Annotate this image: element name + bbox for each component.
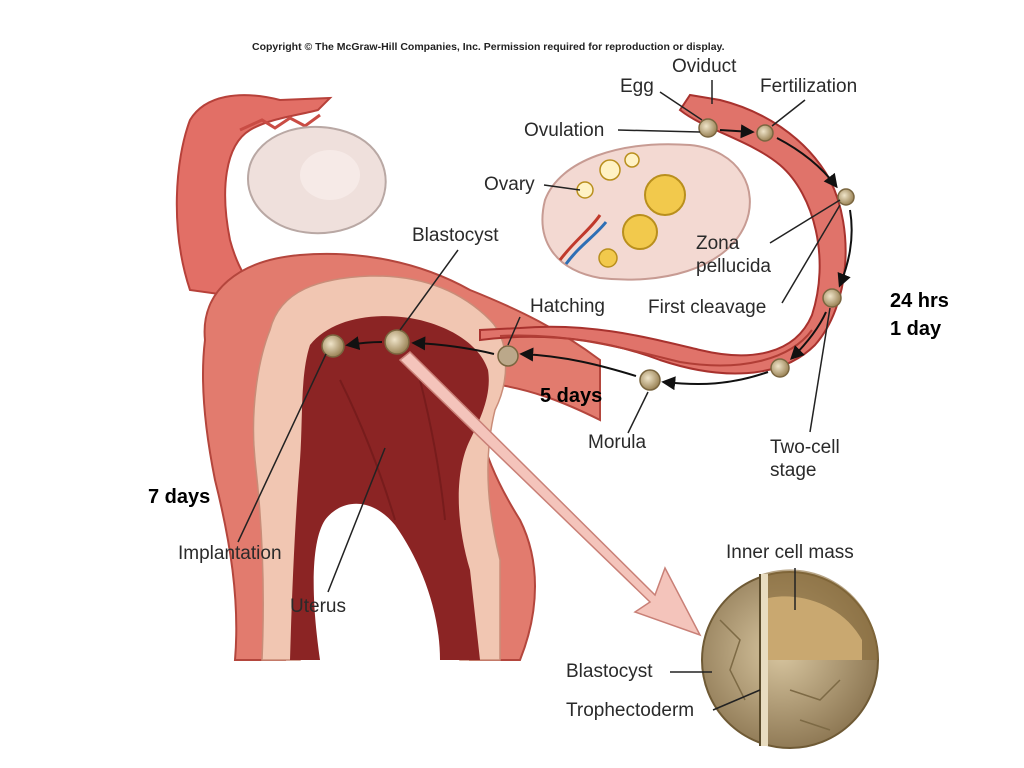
label-egg: Egg: [620, 76, 654, 97]
label-first-cleavage: First cleavage: [648, 297, 767, 318]
label-implantation: Implantation: [178, 543, 282, 564]
blastocyst-embryo: [384, 329, 410, 355]
annotation-1-day: 1 day: [890, 318, 942, 340]
label-blastocyst-top: Blastocyst: [412, 225, 499, 246]
first-cleavage-embryo: [822, 288, 842, 308]
copyright-notice: Copyright © The McGraw-Hill Companies, I…: [252, 41, 725, 53]
left-ovary: [247, 125, 387, 235]
label-hatching: Hatching: [530, 296, 605, 317]
label-oviduct: Oviduct: [672, 56, 737, 77]
zona-pellucida-embryo: [837, 188, 855, 206]
path-arrows: [345, 124, 853, 391]
annotation-7-days: 7 days: [148, 486, 211, 508]
egg: [698, 118, 718, 138]
zoom-arrow: [398, 350, 702, 637]
annotation-5-days: 5 days: [540, 385, 603, 407]
implantation-embryo: [321, 334, 345, 358]
blastocyst-cross-section: [701, 569, 879, 749]
label-two-cell: Two-cell: [770, 437, 840, 458]
label-ovulation: Ovulation: [524, 120, 605, 141]
label-two-cell-stage: stage: [770, 460, 817, 481]
left-oviduct: [175, 94, 333, 302]
leader-lines: [237, 80, 841, 711]
right-ovary: [541, 143, 751, 281]
label-ovary: Ovary: [484, 174, 535, 195]
hatching-embryo: [497, 345, 519, 367]
label-morula: Morula: [588, 432, 647, 453]
two-cell-embryo: [770, 358, 790, 378]
annotation-24-hrs: 24 hrs: [890, 290, 949, 312]
label-uterus: Uterus: [290, 596, 346, 617]
label-blastocyst-bottom: Blastocyst: [566, 661, 653, 682]
label-pellucida: pellucida: [696, 256, 771, 277]
label-fertilization: Fertilization: [760, 76, 858, 97]
morula-embryo: [639, 369, 661, 391]
embryo-stages: [321, 118, 855, 391]
fertilization-zygote: [756, 124, 774, 142]
label-trophectoderm: Trophectoderm: [566, 700, 695, 721]
label-zona: Zona: [696, 233, 740, 254]
right-oviduct: [479, 93, 847, 375]
label-inner-cell-mass: Inner cell mass: [726, 542, 854, 563]
